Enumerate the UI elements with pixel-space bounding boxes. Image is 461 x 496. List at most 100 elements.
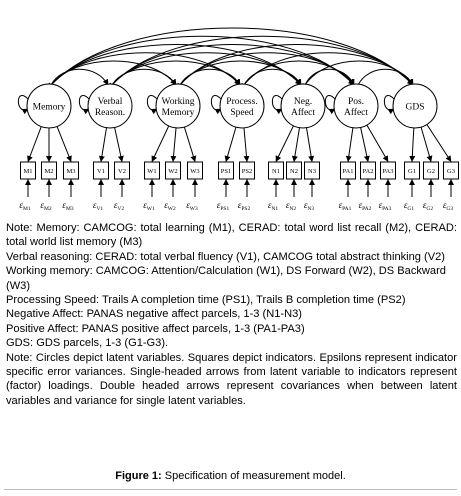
error-w2-label: εW2 [164, 200, 176, 212]
indicator-m2-label: M2 [44, 168, 53, 175]
error-v2-label: εV2 [114, 200, 125, 212]
latent-gds-label: GDS [405, 103, 424, 113]
indicator-w2-label: W2 [168, 168, 177, 175]
indicator-g3-label: G3 [447, 168, 455, 175]
note-positive-affect: Positive Affect: PANAS positive affect p… [6, 322, 305, 335]
variance-arrow [210, 94, 226, 115]
loading-arrow [345, 127, 354, 162]
error-w1-label: εW1 [143, 200, 155, 212]
indicator-w1-label: W1 [147, 168, 156, 175]
loading-arrow [426, 124, 452, 162]
covariance-arrow [108, 35, 414, 90]
covariance-arrow [355, 68, 414, 90]
loading-arrow [98, 127, 108, 162]
covariance-arrows [47, 27, 414, 90]
error-pa2-label: εPA2 [359, 200, 372, 212]
figure-notes: Note: Memory: CAMCOG: total learning (M1… [6, 221, 457, 408]
factor-loadings [27, 124, 452, 162]
latent-working-label: Memory [162, 108, 195, 118]
variance-arrow [271, 94, 287, 115]
variance-arrow [78, 94, 94, 115]
variance-arrow [17, 94, 33, 115]
note-processing-speed: Processing Speed: Trails A completion ti… [6, 294, 406, 307]
loading-arrow [360, 127, 370, 162]
covariance-arrow [47, 60, 177, 90]
note-gds: GDS: GDS parcels, 1-3 (G1-G3). [6, 337, 169, 350]
error-m2-label: εM2 [40, 200, 51, 212]
latent-gds-circle [392, 83, 438, 129]
measurement-model-diagram: MemoryVerbalReason.WorkingMemoryProcess.… [17, 27, 459, 212]
error-pa3-label: εPA3 [379, 200, 392, 212]
covariance-arrow [301, 60, 414, 90]
latent-verbal-label: Reason. [95, 108, 125, 118]
error-g1-label: εG1 [404, 200, 415, 212]
covariance-arrow [108, 60, 241, 90]
indicator-n3-label: N3 [308, 168, 316, 175]
variance-arrow [383, 94, 399, 115]
error-n3-label: εN3 [304, 200, 315, 212]
loading-arrow [420, 127, 433, 162]
indicator-m1-label: M1 [23, 168, 32, 175]
error-n1-label: εN1 [268, 200, 279, 212]
error-pa1-label: εPA1 [339, 200, 352, 212]
latent-process-label: Process. [226, 97, 257, 107]
variance-arrow [324, 94, 340, 115]
indicator-w3-label: W3 [190, 168, 199, 175]
indicator-pa3-label: PA3 [383, 168, 394, 175]
error-ps1-label: εPS1 [217, 200, 230, 212]
note-working-memory: Working memory: CAMCOG: Attention/Calcul… [6, 265, 446, 292]
loading-arrow [27, 126, 42, 162]
loading-arrow [291, 127, 301, 162]
loading-arrow [56, 126, 72, 162]
indicator-ps1-label: PS1 [221, 168, 231, 175]
figure-label: Figure 1: [115, 470, 162, 482]
variance-arrow [146, 94, 162, 115]
note-general: Note: Circles depict latent variables. S… [6, 351, 457, 407]
loading-arrow [243, 127, 250, 162]
latent-verbal-label: Verbal [98, 97, 123, 107]
indicator-pa1-label: PA1 [343, 168, 354, 175]
indicator-v1-label: V1 [97, 168, 105, 175]
loading-arrow [170, 127, 177, 162]
latent-posaffect-label: Pos. [348, 97, 364, 107]
frame-divider [4, 489, 457, 490]
loading-arrow [114, 127, 124, 162]
error-m3-label: εM3 [62, 200, 73, 212]
indicator-pa2-label: PA2 [363, 168, 374, 175]
note-verbal-reasoning: Verbal reasoning: CERAD: total verbal fl… [6, 250, 446, 263]
error-n2-label: εN2 [286, 200, 297, 212]
error-g2-label: εG2 [423, 200, 434, 212]
latent-negaffect-label: Affect [291, 107, 315, 118]
latent-verbal-circle [87, 83, 133, 129]
latent-process-circle [219, 83, 265, 129]
latent-variables: MemoryVerbalReason.WorkingMemoryProcess.… [17, 83, 438, 129]
latent-working-circle [155, 83, 201, 129]
loading-arrow [305, 127, 315, 162]
covariance-arrow [109, 68, 177, 90]
loading-arrow [409, 127, 416, 162]
latent-negaffect-label: Neg. [294, 97, 312, 107]
latent-posaffect-circle [333, 83, 379, 129]
error-w3-label: εW3 [186, 200, 198, 212]
indicator-n2-label: N2 [290, 168, 298, 175]
figure-caption: Figure 1: Specification of measurement m… [0, 470, 461, 482]
latent-posaffect-label: Affect [344, 107, 368, 118]
covariance-arrow [176, 60, 302, 90]
loading-arrow [224, 127, 237, 162]
error-v1-label: εV1 [93, 200, 104, 212]
latent-memory-label: Memory [33, 103, 66, 113]
loading-arrow [366, 124, 389, 162]
indicator-v2-label: V2 [118, 168, 126, 175]
loading-arrow [151, 125, 170, 162]
indicator-m3-label: M3 [66, 168, 75, 175]
covariance-arrow [47, 35, 355, 90]
indicator-ps2-label: PS2 [242, 168, 252, 175]
error-g3-label: εG3 [443, 200, 454, 212]
error-m1-label: εM1 [19, 200, 30, 212]
note-memory: Note: Memory: CAMCOG: total learning (M1… [6, 222, 457, 249]
latent-working-label: Working [161, 97, 194, 107]
latent-negaffect-circle [280, 83, 326, 129]
loading-arrow [275, 125, 294, 162]
